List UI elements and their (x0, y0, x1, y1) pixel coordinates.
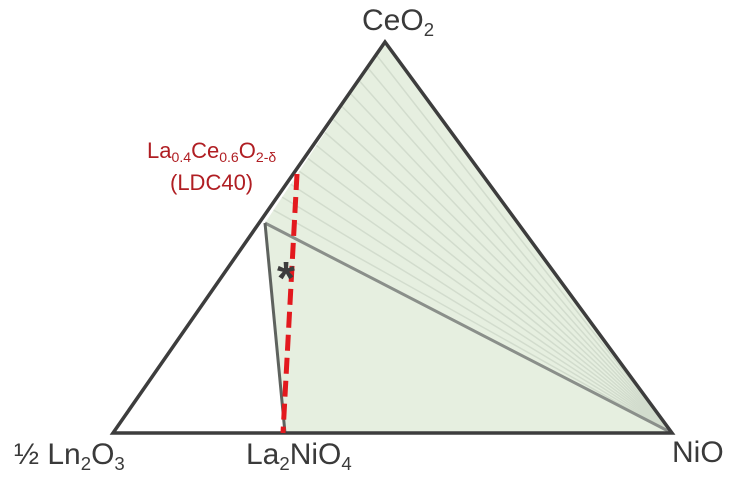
vertex-label-ceo2: CeO2 (362, 4, 434, 39)
tie-line (350, 93, 673, 434)
tie-line (290, 183, 673, 434)
tie-line (341, 106, 673, 434)
ldc-la-subscript: 0.4 (171, 148, 192, 165)
ldc40-formula-label: La0.4Ce0.6O2-δ (147, 138, 277, 165)
composition-marker: * (277, 252, 295, 304)
la2nio4-mid-text: NiO (289, 438, 342, 471)
boundary-line-ldc-to-la2nio4 (263, 222, 287, 434)
ceo2-base-text: CeO (362, 4, 424, 37)
phase-label-la2nio4: La2NiO4 (246, 438, 352, 473)
triangle-outline (109, 38, 676, 435)
ldc-ce-subscript: 0.6 (219, 148, 239, 165)
la2nio4-pre-text: La (246, 438, 280, 471)
tie-line (273, 209, 673, 434)
tie-line (298, 170, 673, 434)
ln2o3-mid-text: O (91, 438, 115, 471)
ldc-ce-text: Ce (191, 138, 220, 163)
composition-dashed-line (280, 173, 300, 434)
tie-line (358, 80, 673, 434)
la2nio4-subscript-1: 2 (279, 452, 290, 474)
ln2o3-pre-text: ½ Ln (14, 438, 81, 471)
tie-line-fan (273, 54, 673, 434)
phase-region-fill (265, 42, 672, 433)
la2nio4-subscript-2: 4 (341, 452, 352, 474)
ldc-la-text: La (147, 138, 172, 163)
tie-line (281, 196, 673, 434)
tie-line (307, 157, 673, 434)
tie-line (333, 119, 673, 434)
tie-line (324, 131, 673, 434)
boundary-line-ldc-to-nio (264, 221, 673, 435)
tie-line (375, 54, 673, 434)
tie-line (367, 67, 673, 434)
tie-line (315, 144, 673, 434)
ldc-o-text: O (238, 138, 256, 163)
ln2o3-subscript-2: 3 (114, 452, 125, 474)
ln2o3-subscript-1: 2 (80, 452, 92, 474)
ceo2-subscript: 2 (423, 18, 435, 40)
vertex-label-ln2o3: ½ Ln2O3 (14, 438, 125, 473)
ldc-o-subscript: 2-δ (255, 148, 277, 165)
vertex-label-nio: NiO (672, 436, 724, 469)
ldc40-name-label: (LDC40) (170, 170, 254, 195)
